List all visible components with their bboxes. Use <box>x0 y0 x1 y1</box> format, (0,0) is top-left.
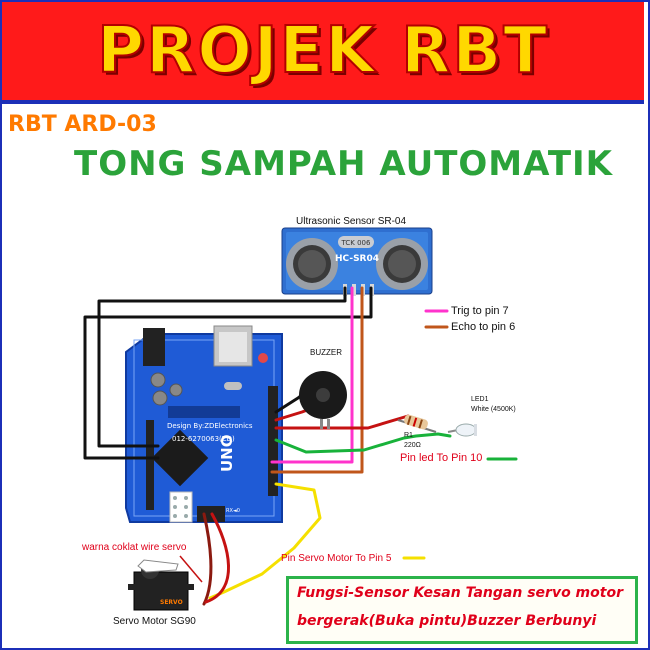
servo-wire-label: warna coklat wire servo <box>82 542 187 553</box>
resistor <box>397 414 437 433</box>
resistor-value: 220Ω <box>404 442 421 449</box>
design-text: Design By:ZDElectronics <box>167 422 253 430</box>
wire-gnd-black <box>83 286 373 460</box>
wire-led-red <box>274 414 410 430</box>
project-code: RBT ARD-03 <box>8 112 157 137</box>
pin-led-label: Pin led To Pin 10 <box>400 452 483 464</box>
header-banner: PROJEK RBT <box>2 2 644 104</box>
legend-echo: Echo to pin 6 <box>451 321 516 333</box>
sensor-caption: Ultrasonic Sensor SR-04 <box>296 216 407 227</box>
wire-vcc-black <box>97 286 347 448</box>
led-desc: White (4500K) <box>471 406 516 413</box>
digital-header <box>268 386 278 496</box>
wire-servo-brown-a <box>202 512 213 606</box>
buzzer <box>299 371 347 429</box>
crystal-text: TCK 006 <box>341 239 371 247</box>
servo-caption: Servo Motor SG90 <box>113 616 196 627</box>
wire-echo-brown <box>270 286 364 474</box>
header-title: PROJEK RBT <box>96 13 549 89</box>
resistor-name: R1 <box>404 432 413 439</box>
rx-text: RX◄0 <box>226 508 240 514</box>
phone-text: 012-6270063(ZD) <box>172 435 235 443</box>
pin-servo-label: Pin Servo Motor To Pin 5 <box>281 553 392 564</box>
wire-servo-yellow <box>208 482 322 600</box>
arduino-uno: Design By:ZDElectronics 012-6270063(ZD) … <box>125 325 283 523</box>
servo-wire-arrow <box>179 555 203 583</box>
note-line-1: Fungsi-Sensor Kesan Tangan servo motor <box>297 585 623 601</box>
uno-text: UNO <box>218 435 236 473</box>
reset-button <box>258 353 268 363</box>
buzzer-label: BUZZER <box>310 348 342 357</box>
power-jack <box>143 328 165 366</box>
sensor-board-text: HC-SR04 <box>335 254 379 264</box>
servo-motor: SERVO <box>128 559 194 611</box>
crystal <box>338 236 374 248</box>
project-title: TONG SAMPAH AUTOMATIK <box>74 144 614 184</box>
function-note: Fungsi-Sensor Kesan Tangan servo motor b… <box>286 576 638 644</box>
wire-servo-red <box>204 512 230 604</box>
led-name: LED1 <box>471 396 489 403</box>
legend-trig: Trig to pin 7 <box>451 305 509 317</box>
servo-brand: SERVO <box>160 599 183 606</box>
led <box>447 423 477 437</box>
wire-trig-magenta <box>270 286 354 464</box>
note-line-2: bergerak(Buka pintu)Buzzer Berbunyi <box>297 613 597 629</box>
wire-led-green <box>274 432 452 454</box>
analog-header <box>146 420 154 510</box>
ultrasonic-sensor: TCK 006 HC-SR04 <box>281 227 433 296</box>
